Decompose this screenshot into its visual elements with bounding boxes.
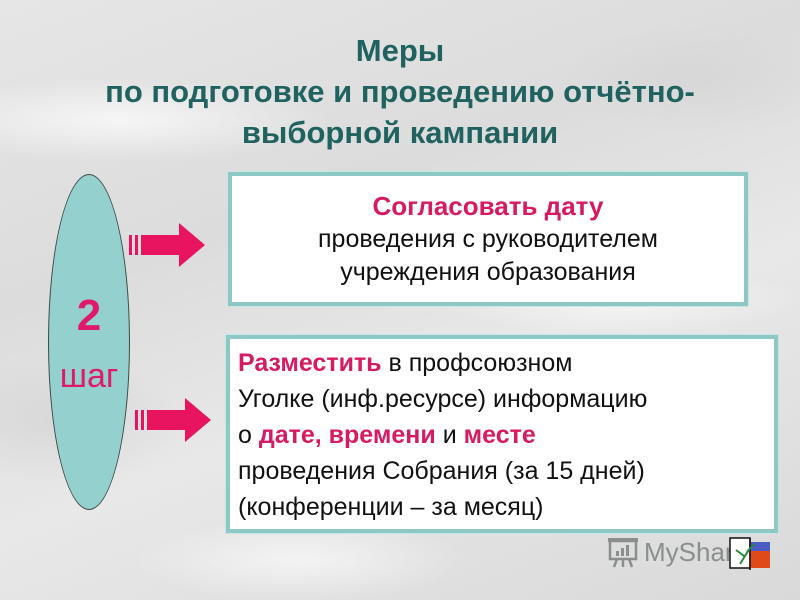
presentation-board-icon xyxy=(608,538,638,568)
box1-line-2: учреждения образования xyxy=(340,258,636,286)
step-number: 2 xyxy=(76,291,102,340)
book-flag-icon xyxy=(729,537,770,570)
box2-line-2: Уголке (инф.ресурсе) информацию xyxy=(238,385,648,413)
box2-line-5: (конференции – за месяц) xyxy=(238,493,544,521)
title-line-2: по подготовке и проведению отчётно- xyxy=(105,74,695,109)
box2-line-1: Разместить в профсоюзном xyxy=(238,345,774,381)
arrow-right-icon xyxy=(129,223,205,267)
highlight-date-time: дате, времени xyxy=(258,421,436,449)
box2-line-3-mid: и xyxy=(435,421,464,449)
highlight-place: Разместить xyxy=(238,349,382,377)
box1-heading: Согласовать дату xyxy=(372,191,604,221)
box1-line-1: проведения с руководителем xyxy=(318,225,658,253)
post-info-box: Разместить в профсоюзном Уголке (инф.рес… xyxy=(226,335,778,533)
box2-line-3: о дате, времени и месте xyxy=(238,417,774,453)
slide-title: Меры по подготовке и проведению отчётно-… xyxy=(0,30,800,153)
step-ellipse xyxy=(48,174,130,510)
arrow-right-icon xyxy=(135,398,211,442)
title-line-1: Меры xyxy=(355,33,445,68)
box2-line-1-rest: в профсоюзном xyxy=(381,349,573,377)
title-line-3: выборной кампании xyxy=(241,115,559,150)
box2-line-3-prefix: о xyxy=(238,421,259,449)
agree-date-box: Согласовать дату проведения с руководите… xyxy=(228,172,748,306)
step-label: шаг xyxy=(59,357,119,395)
highlight-location: месте xyxy=(463,421,536,449)
box2-line-4: проведения Собрания (за 15 дней) xyxy=(238,457,645,485)
myshared-watermark: MyShare xyxy=(606,532,748,572)
